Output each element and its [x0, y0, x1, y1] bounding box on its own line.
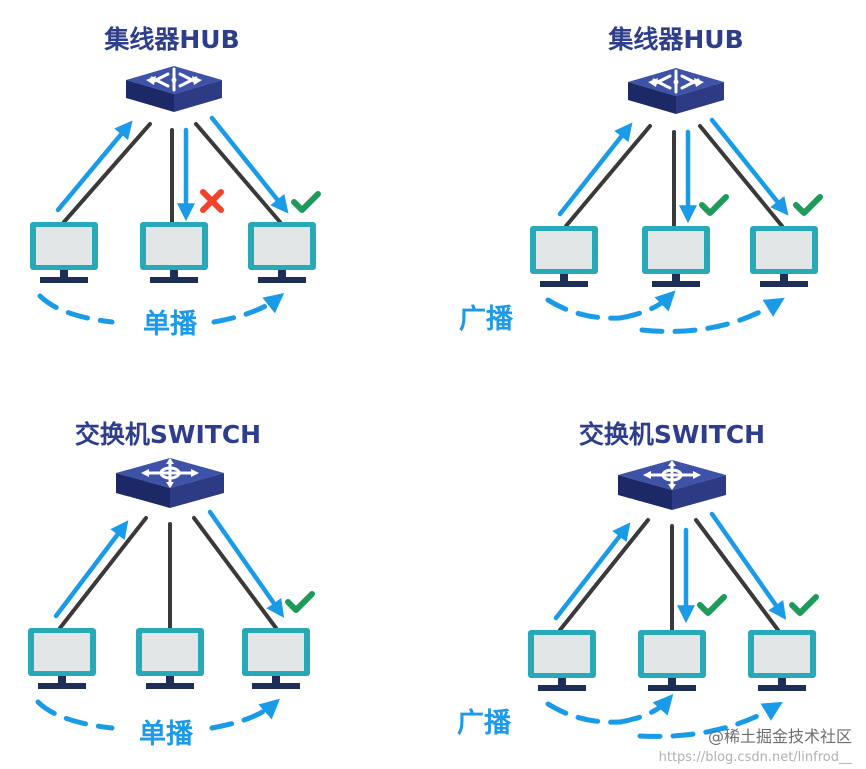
watermark: @稀土掘金技术社区 [707, 727, 852, 746]
dashed-arrow [211, 293, 285, 325]
dashed-arrow [617, 290, 676, 321]
flow-arrows [53, 509, 285, 619]
watermark-url: https://blog.csdn.net/linfrod__ [658, 750, 852, 765]
check-icon [288, 594, 312, 610]
mode-label: 广播 [459, 304, 514, 335]
mode-label: 单播 [143, 309, 198, 340]
computer-icon [528, 630, 596, 691]
mode-label: 广播 [457, 708, 512, 739]
computer-icon [140, 222, 208, 283]
panel-title: 集线器HUB [607, 25, 743, 54]
panel-hub-broadcast: 集线器HUB 广播 [459, 25, 820, 335]
dashed-arrow [637, 701, 783, 739]
dashed-arrow [617, 693, 674, 725]
panel-switch-unicast: 交换机SWITCH SWITCH 单播 [28, 420, 312, 750]
dashed-arrow [209, 698, 280, 731]
flow-arrows [557, 117, 789, 224]
panel-title: 交换机SWITCH [579, 420, 765, 449]
flow-arrows [553, 511, 787, 624]
hub-links [62, 122, 282, 224]
mode-label: 单播 [139, 719, 194, 750]
check-icon [796, 197, 820, 213]
computer-icon [530, 226, 598, 287]
switch-links [558, 518, 780, 632]
dashed-path [545, 701, 623, 725]
check-icon [700, 597, 724, 613]
panel-switch-broadcast: 交换机SWITCH SWITCH 广播 [457, 420, 816, 739]
computer-icon [30, 222, 98, 283]
hub-device-icon [626, 66, 726, 116]
computer-icon [248, 222, 316, 283]
hub-device-icon [124, 64, 224, 114]
computer-icon [28, 628, 96, 689]
panel-title: 交换机SWITCH [75, 420, 261, 449]
check-icon [294, 194, 318, 210]
panel-hub-unicast: 集线器HUB 单播 [30, 25, 318, 340]
flow-arrows [55, 115, 289, 222]
cross-icon [203, 192, 221, 210]
dashed-arrow [639, 297, 785, 334]
computer-icon [242, 628, 310, 689]
check-icon [702, 197, 726, 213]
computer-icon [136, 628, 204, 689]
check-icon [792, 597, 816, 613]
switch-links [58, 516, 278, 630]
computer-icon [750, 226, 818, 287]
computer-icon [748, 630, 816, 691]
computer-icon [642, 226, 710, 287]
dashed-path [35, 699, 115, 731]
computer-icon [638, 630, 706, 691]
hub-links [564, 124, 784, 228]
dashed-path [37, 293, 115, 325]
dashed-path [545, 297, 623, 321]
panel-title: 集线器HUB [103, 25, 239, 54]
